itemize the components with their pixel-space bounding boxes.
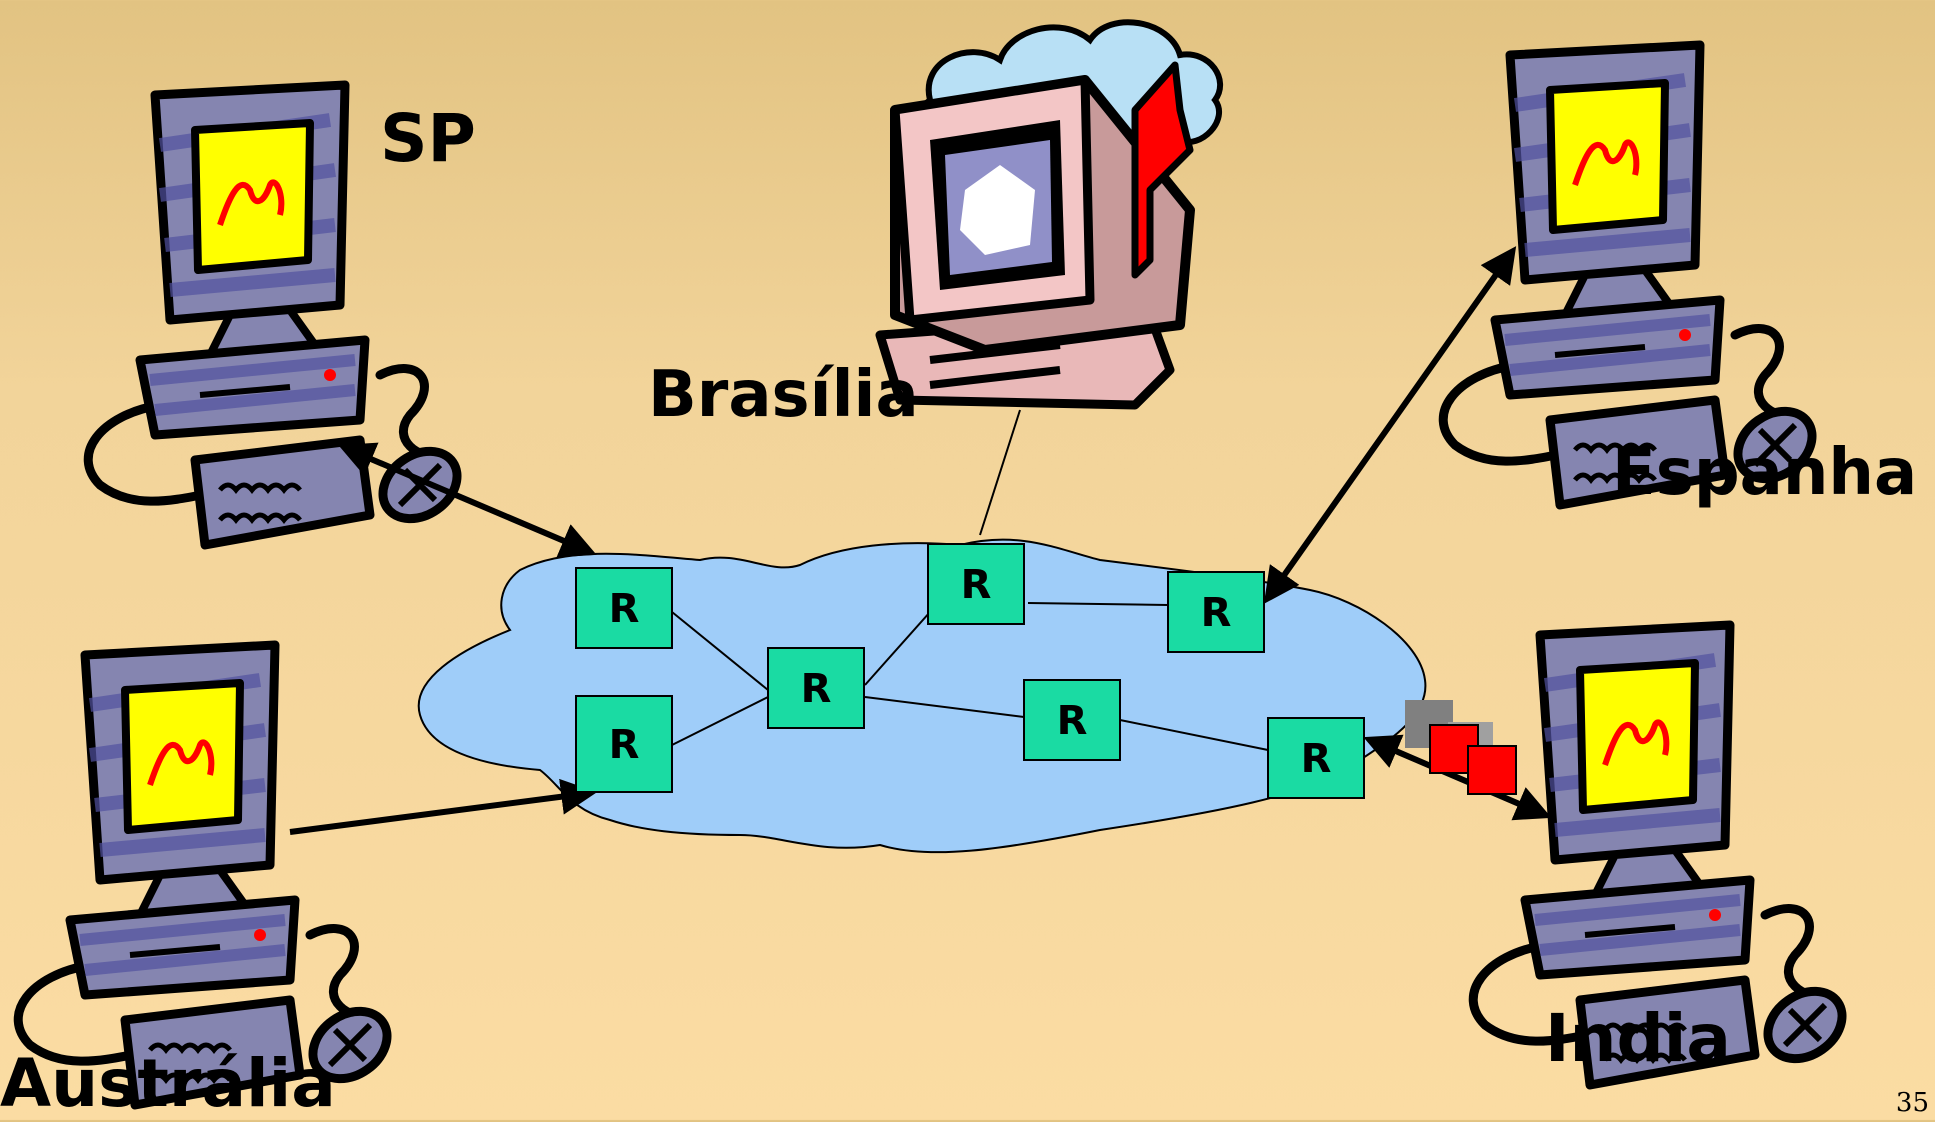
- router-icon: [575, 695, 673, 793]
- router-icon: [1023, 679, 1121, 761]
- router-icon: [927, 543, 1025, 625]
- server-computer-icon: [875, 19, 1223, 410]
- router-label: R: [961, 562, 992, 608]
- router-icon: [767, 647, 865, 729]
- router-icon: [1167, 571, 1265, 653]
- router-7: R: [1267, 717, 1365, 799]
- router-2: R: [575, 695, 673, 793]
- computer-australia: [18, 645, 400, 1105]
- server-link: [979, 409, 1021, 536]
- router-label: R: [801, 666, 832, 712]
- link-sp: [338, 442, 597, 558]
- router-icon: [1267, 717, 1365, 799]
- page-number: 35: [1895, 1088, 1929, 1118]
- router-label: R: [609, 722, 640, 768]
- link-australia: [289, 778, 598, 835]
- desktop-computer-icon: [18, 645, 400, 1105]
- label-brasilia: Brasília: [648, 358, 919, 432]
- link-espanha: [1263, 246, 1517, 604]
- router-6: R: [1023, 679, 1121, 761]
- label-sp: SP: [380, 100, 476, 177]
- router-1: R: [575, 567, 673, 649]
- router-label: R: [1301, 736, 1332, 782]
- router-5: R: [1167, 571, 1265, 653]
- packet-icon: [1467, 745, 1517, 795]
- label-espanha: Espanha: [1612, 436, 1918, 510]
- router-icon: [575, 567, 673, 649]
- router-label: R: [1057, 698, 1088, 744]
- link-india: [1363, 734, 1552, 821]
- router-4: R: [927, 543, 1025, 625]
- router-links: [671, 602, 1269, 751]
- router-3: R: [767, 647, 865, 729]
- label-australia: Austrália: [0, 1045, 336, 1122]
- router-label: R: [609, 586, 640, 632]
- connection-arrows: [289, 246, 1552, 835]
- packets: [1405, 700, 1517, 795]
- label-india: India: [1545, 1000, 1731, 1077]
- router-label: R: [1201, 590, 1232, 636]
